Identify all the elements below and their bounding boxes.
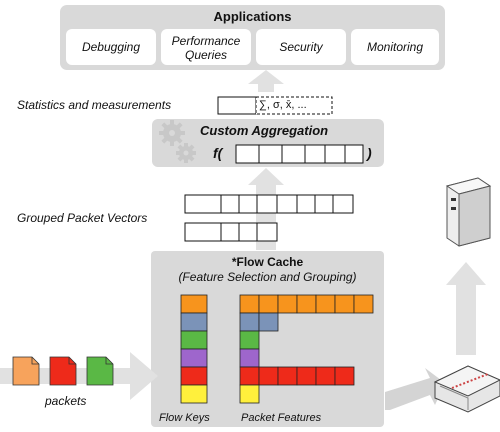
packet-fold-2 [68,357,76,365]
arrow-packets-in [0,352,158,400]
app-box-performance [161,29,251,65]
packet-features-grid [239,294,374,404]
gear-icon [159,120,196,163]
grouped-vectors-label: Grouped Packet Vectors [17,211,148,225]
flow-key-1 [180,294,208,314]
packet-feature-5-1 [239,366,260,386]
app-label-security: Security [279,40,323,54]
app-box-debugging [66,29,156,65]
flow-key-2 [180,312,208,332]
packet-feature-3-1 [239,330,260,350]
app-label-debugging: Debugging [81,40,141,54]
flow-key-4 [180,348,208,368]
app-box-security [256,29,346,65]
packet-feature-1-1 [239,294,260,314]
aggregation-function-suffix: ) [367,145,372,161]
statistics-label: Statistics and measurements [17,98,172,112]
applications-title: Applications [213,9,292,24]
grouped-vector-1 [184,194,354,214]
applications-panel [60,5,445,70]
packet-icon-3 [86,356,114,386]
packet-feature-1-5 [315,294,336,314]
statistics-symbols: ∑, σ, x̄, ... [259,99,307,111]
packet-feature-6-1 [239,384,260,404]
packets-label: packets [45,394,87,408]
flow-key-3 [180,330,208,350]
flow-keys-column [180,294,208,404]
flow-key-5 [180,366,208,386]
packet-fold-3 [105,357,113,365]
statistics-symbols-box [255,96,333,115]
packet-icons [12,356,114,386]
packet-feature-5-3 [277,366,298,386]
packet-icon-1 [12,356,40,386]
arrow-up-server [446,262,486,355]
flow-key-6 [180,384,208,404]
aggregation-vector [235,144,364,164]
packet-feature-5-2 [258,366,279,386]
packet-feature-1-2 [258,294,279,314]
flow-cache-subtitle: (Feature Selection and Grouping) [178,270,357,284]
packet-feature-4-1 [239,348,260,368]
packet-feature-1-3 [277,294,298,314]
flow-keys-label: Flow Keys [159,412,210,424]
statistics-value-box [217,96,257,115]
app-label-performance: Performance Queries [171,34,241,62]
server-icon [445,177,492,247]
packet-feature-1-4 [296,294,317,314]
aggregation-title: Custom Aggregation [200,123,329,138]
arrow-up-applications [248,70,284,92]
packet-feature-5-5 [315,366,336,386]
packet-feature-2-2 [258,312,279,332]
packet-feature-5-4 [296,366,317,386]
arrow-switch-to-cache [385,368,445,410]
app-label-monitoring: Monitoring [366,40,424,54]
packet-feature-1-7 [353,294,374,314]
packet-icon-2 [49,356,77,386]
app-box-monitoring [351,29,439,65]
switch-icon [433,365,500,413]
flow-cache-title: *Flow Cache [231,255,304,269]
packet-features-label: Packet Features [241,412,322,424]
aggregation-function-prefix: f( [213,145,223,161]
grouped-vector-2 [184,222,278,242]
packet-feature-2-1 [239,312,260,332]
packet-fold-1 [31,357,39,365]
packet-feature-5-6 [334,366,355,386]
packet-feature-1-6 [334,294,355,314]
